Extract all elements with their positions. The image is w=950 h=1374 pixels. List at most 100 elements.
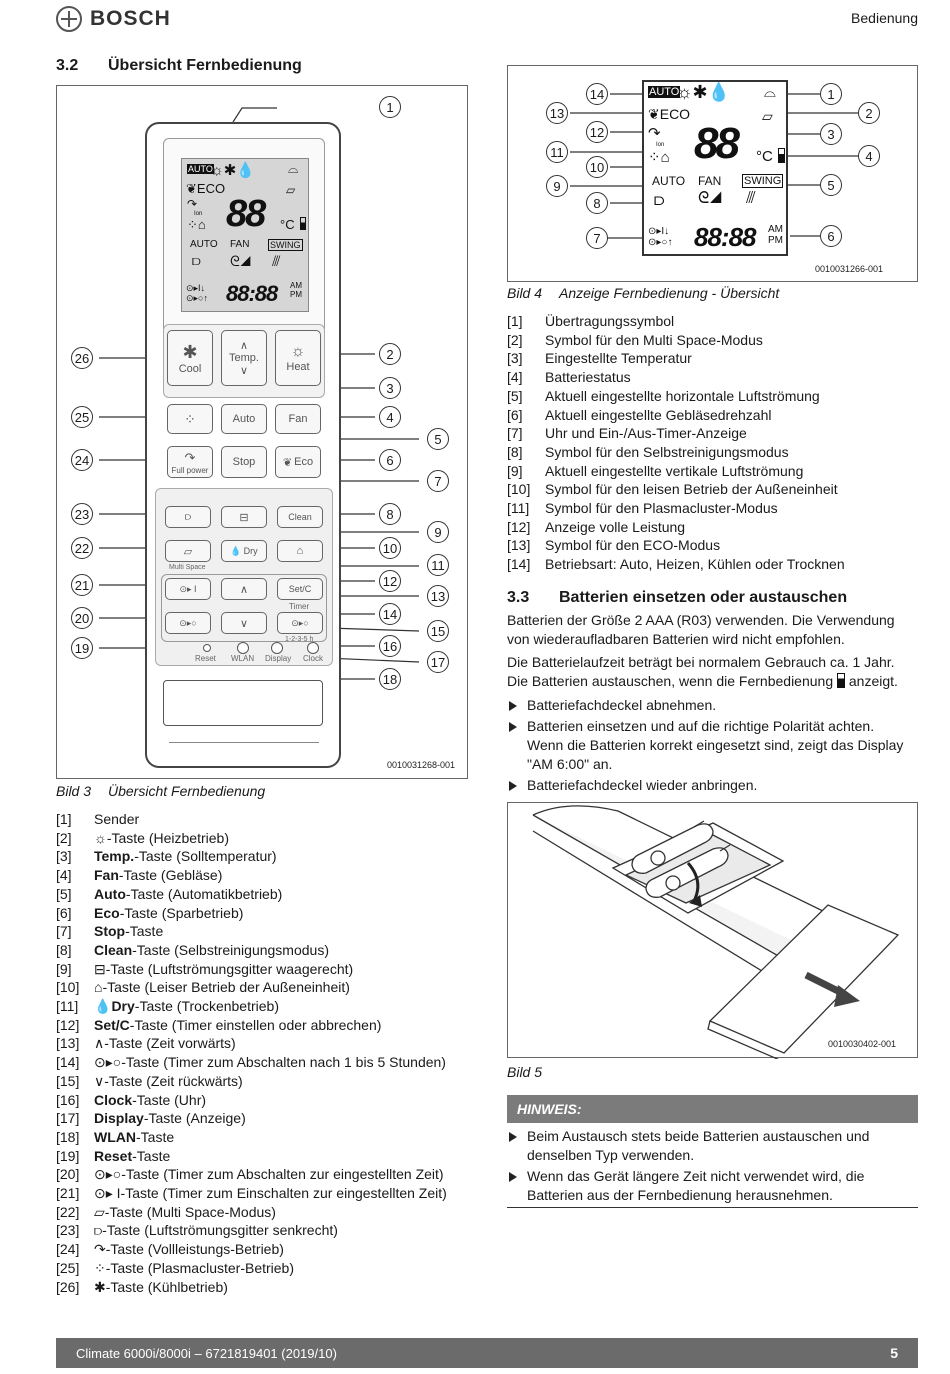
legend-item: [26]✱-Taste (Kühlbetrieb) bbox=[56, 1278, 476, 1297]
display-button[interactable] bbox=[271, 642, 283, 654]
note-header: HINWEIS: bbox=[507, 1095, 918, 1123]
dry-button[interactable]: 💧Dry bbox=[221, 540, 267, 562]
callout-8: 8 bbox=[379, 503, 401, 525]
bosch-emblem-icon bbox=[56, 6, 82, 32]
legend-number: [12] bbox=[56, 1016, 80, 1033]
legend-bold: Set/C bbox=[94, 1016, 130, 1033]
cool-button[interactable]: ✱Cool bbox=[167, 330, 213, 386]
lcd-auto: AUTO bbox=[190, 239, 218, 250]
multi-space-button[interactable]: ▱ bbox=[165, 540, 211, 562]
legend-number: [21] bbox=[56, 1185, 80, 1202]
remote-legend-list: [1]Sender [2]☼-Taste (Heizbetrieb) [3]Te… bbox=[56, 810, 476, 1296]
auto-label: Auto bbox=[232, 413, 256, 425]
legend-number: [9] bbox=[507, 462, 523, 479]
legend-bold: Stop bbox=[94, 923, 126, 940]
legend-text: Symbol für den Plasmacluster-Modus bbox=[545, 500, 778, 517]
fan-speed-icon: ᘓ◢ bbox=[230, 253, 252, 269]
time-up-button[interactable]: ∧ bbox=[221, 578, 267, 600]
legend-number: [4] bbox=[56, 867, 72, 884]
auto-button[interactable]: Auto bbox=[221, 404, 267, 434]
callout-4: 4 bbox=[379, 406, 401, 428]
vertical-louver-button[interactable]: ⫐ bbox=[165, 506, 211, 528]
legend-text: ∨-Taste (Zeit rückwärts) bbox=[94, 1072, 243, 1089]
on-timer-icon: ⊙▸ I bbox=[179, 583, 197, 594]
legend-number: [26] bbox=[56, 1278, 80, 1295]
full-power-button[interactable]: ↷Full power bbox=[167, 446, 213, 478]
legend-bold: Clean bbox=[94, 941, 133, 958]
battery-steps: Batteriefachdeckel abnehmen. Batterien e… bbox=[507, 696, 918, 797]
clock-button[interactable] bbox=[307, 642, 319, 654]
display-full-power-icon: ↷ bbox=[648, 125, 661, 142]
legend-number: [8] bbox=[56, 941, 72, 958]
figure-code: 0010031266-001 bbox=[815, 264, 884, 274]
callout-20: 20 bbox=[71, 607, 93, 629]
legend-item: [5]Aktuell eingestellte horizontale Luft… bbox=[507, 387, 918, 406]
footer-doc-id: Climate 6000i/8000i – 6721819401 (2019/1… bbox=[76, 1345, 337, 1361]
battery-icon bbox=[837, 673, 845, 688]
fan-button[interactable]: Fan bbox=[275, 404, 321, 434]
callout-23: 23 bbox=[71, 503, 93, 525]
legend-item: [9]Aktuell eingestellte vertikale Luftst… bbox=[507, 462, 918, 481]
callout-13: 13 bbox=[546, 102, 568, 124]
plasmacluster-button[interactable]: ⁘ bbox=[167, 404, 213, 434]
legend-item: [3]Eingestellte Temperatur bbox=[507, 349, 918, 368]
battery-paragraph-1: Batterien der Größe 2 AAA (R03) verwende… bbox=[507, 612, 895, 647]
setc-button[interactable]: Set/C bbox=[277, 578, 323, 600]
hour-timer-icon: ⊙▸○ bbox=[291, 617, 309, 628]
display-time: 88:88 bbox=[694, 222, 756, 252]
lcd-unit: °C bbox=[280, 217, 295, 232]
legend-text: -Taste (Gebläse) bbox=[118, 867, 223, 884]
horizontal-louver-icon: ⊟ bbox=[239, 511, 249, 524]
note-item: Wenn das Gerät längere Zeit nicht verwen… bbox=[507, 1167, 918, 1205]
legend-number: [1] bbox=[56, 811, 72, 827]
legend-text: Symbol für den Selbstreinigungsmodus bbox=[545, 443, 789, 460]
off-timer-button[interactable]: ⊙▸○ bbox=[165, 612, 211, 634]
legend-item: [1]Sender bbox=[56, 810, 476, 829]
legend-item: [21]⊙▸ I-Taste (Timer zum Einschalten zu… bbox=[56, 1184, 476, 1203]
display-mode-icons: ☼✱💧 bbox=[676, 82, 730, 102]
legend-number: [11] bbox=[507, 500, 530, 517]
legend-text: -Taste (Automatikbetrieb) bbox=[125, 885, 283, 902]
legend-number: [16] bbox=[56, 1091, 80, 1108]
legend-number: [24] bbox=[56, 1241, 80, 1258]
temp-button[interactable]: ∧Temp.∨ bbox=[221, 330, 267, 386]
callout-11: 11 bbox=[546, 141, 568, 163]
display-ion: Ion bbox=[656, 142, 665, 148]
legend-bold: Dry bbox=[111, 998, 135, 1015]
on-timer-button[interactable]: ⊙▸ I bbox=[165, 578, 211, 600]
display-legend-list: [1]Übertragungssymbol [2]Symbol für den … bbox=[507, 312, 918, 574]
legend-text: Symbol für den ECO-Modus bbox=[545, 537, 721, 554]
legend-number: [10] bbox=[507, 481, 531, 498]
battery-cover bbox=[163, 680, 323, 726]
stop-label: Stop bbox=[232, 456, 256, 468]
heat-button[interactable]: ☼Heat bbox=[275, 330, 321, 386]
quiet-outdoor-button[interactable]: ⌂ bbox=[277, 540, 323, 562]
full-power-button-icon: ↷ bbox=[184, 449, 196, 465]
display-fan: FAN bbox=[698, 174, 722, 188]
time-down-button[interactable]: ∨ bbox=[221, 612, 267, 634]
wlan-button[interactable] bbox=[237, 642, 249, 654]
callout-7: 7 bbox=[586, 227, 608, 249]
horizontal-louver-button[interactable]: ⊟ bbox=[221, 506, 267, 528]
callout-7: 7 bbox=[427, 470, 449, 492]
legend-item: [14]⊙▸○-Taste (Timer zum Abschalten nach… bbox=[56, 1053, 476, 1072]
figure-battery-replacement: 0010030402-001 bbox=[507, 802, 918, 1059]
legend-item: [12] Set/C-Taste (Timer einstellen oder a… bbox=[56, 1016, 476, 1035]
display-battery-icon bbox=[778, 148, 785, 163]
hour-timer-button[interactable]: ⊙▸○ bbox=[277, 612, 323, 634]
callout-15: 15 bbox=[427, 620, 449, 642]
dry-label: Dry bbox=[243, 546, 258, 556]
clean-button[interactable]: Clean bbox=[277, 506, 323, 528]
reset-button[interactable] bbox=[203, 644, 211, 652]
chevron-down-icon: ∨ bbox=[239, 617, 249, 630]
temp-label: Temp. bbox=[229, 352, 259, 364]
legend-text: ⊙▸○-Taste (Timer zum Abschalten nach 1 b… bbox=[94, 1054, 446, 1071]
legend-item: [7]Stop-Taste bbox=[56, 922, 476, 941]
eco-button[interactable]: ❦Eco bbox=[275, 446, 321, 478]
stop-button[interactable]: Stop bbox=[221, 446, 267, 478]
legend-number: [13] bbox=[56, 1035, 80, 1052]
display-vertical-flow-icon: ⫐ bbox=[654, 190, 665, 210]
legend-text: -Taste (Timer einstellen oder abbrechen) bbox=[129, 1016, 382, 1033]
display-plasmacluster-icon: ⁘⌂ bbox=[648, 149, 670, 166]
